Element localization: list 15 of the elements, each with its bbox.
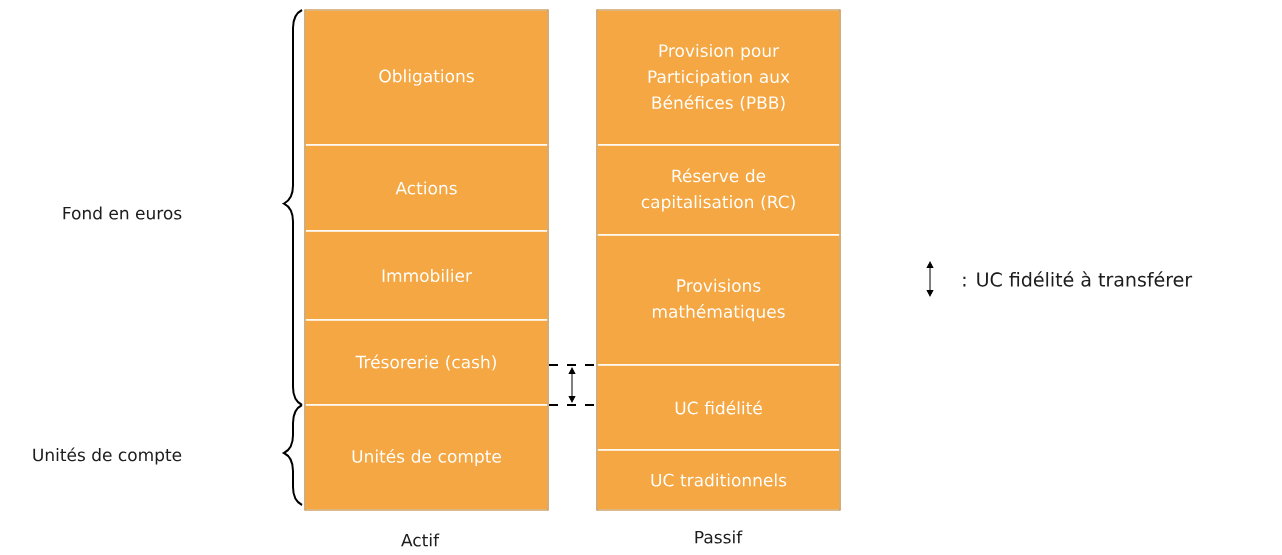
fund-box: Obligations	[304, 9, 549, 146]
fund-box: Actions	[304, 144, 549, 232]
fund-box: Immobilier	[304, 230, 549, 321]
text-label: Passif	[695, 530, 743, 544]
text-label: Actif	[401, 533, 440, 547]
legend-text: : UC fidélité à transférer	[963, 271, 1193, 287]
fund-box: Provision pour Participation aux Bénéfices (PBB)	[596, 9, 841, 146]
fund-box: UC fidélité	[596, 364, 841, 451]
text-label: Fond en euros	[63, 206, 182, 220]
fund-box: UC traditionnels	[596, 449, 841, 511]
fund-box: Réserve de capitalisation (RC)	[596, 144, 841, 236]
text-label: Unités de compte	[33, 447, 182, 465]
fund-box: Provisions mathématiques	[596, 234, 841, 366]
fund-box: Trésorerie (cash)	[304, 319, 549, 406]
fund-box: Unités de compte	[304, 404, 549, 511]
